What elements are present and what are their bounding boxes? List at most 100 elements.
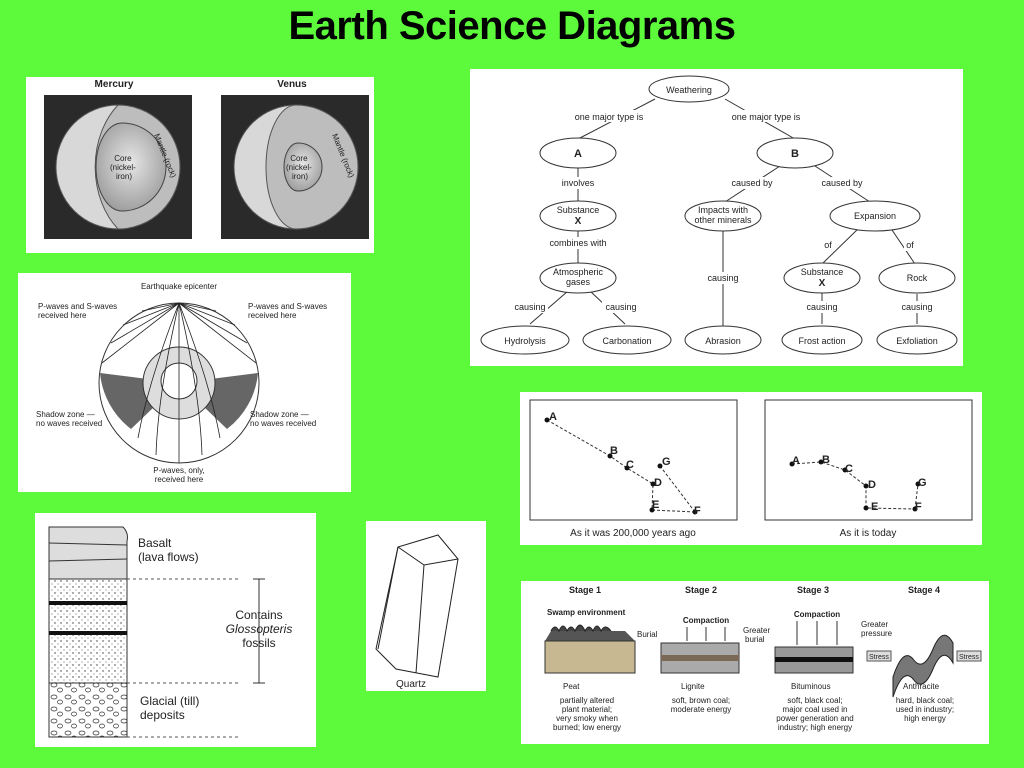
stress-arrow-right: [956, 650, 982, 662]
right-shadow-label: Shadow zone —no waves received: [250, 410, 316, 428]
past-point-e: E: [652, 499, 659, 511]
past-map-frame: [529, 399, 738, 521]
mercury-label: Mercury: [95, 79, 134, 90]
stage-1-label: Stage 1: [569, 585, 601, 595]
glacial-label: Glacial (till)deposits: [140, 694, 199, 722]
earthquake-shadow-zone-diagram: Earthquake epicenter P-waves and S-waves…: [36, 282, 327, 484]
coal-formation-diagram: Stage 1 Stage 2 Stage 3 Stage 4 Swamp en…: [544, 585, 982, 732]
plate-movement-panel: A B C D E F G A B C D E F G As it was 20…: [520, 392, 982, 545]
stage-2-description: soft, brown coal;moderate energy: [671, 696, 731, 714]
mercury-core-label: Core (nickel- iron): [110, 154, 138, 181]
today-point-c: C: [845, 463, 853, 475]
page-title: Earth Science Diagrams: [288, 4, 737, 48]
plate-paths: [546, 419, 919, 513]
edge-one-major-type-right: one major type is: [732, 112, 801, 122]
edge-causing-exfoliation: causing: [901, 302, 932, 312]
today-map-frame: [764, 399, 973, 521]
venus-core: [283, 142, 323, 192]
stage-4-description: hard, black coal;used in industry;high e…: [896, 696, 954, 723]
edge-caused-by-2: caused by: [821, 178, 863, 188]
leaf-carbonation: Carbonation: [602, 336, 651, 346]
peat-label: Peat: [563, 682, 580, 691]
node-b: B: [791, 148, 799, 160]
anthracite-label: Anthracite: [903, 682, 940, 691]
mercury-core: [95, 122, 167, 212]
node-rock: Rock: [907, 273, 928, 283]
planet-interiors-diagram: Mercury Venus Core (nickel- iron) Mantle…: [44, 79, 369, 239]
past-point-g: G: [662, 456, 671, 468]
edge-causing-carbonation: causing: [605, 302, 636, 312]
concept-map-ellipses: [480, 75, 958, 355]
stress-label-left: Stress: [869, 654, 889, 661]
stress-arrow-left: [866, 650, 892, 662]
plate-movement-diagram: A B C D E F G A B C D E F G As it was 20…: [529, 399, 973, 539]
leaf-exfoliation: Exfoliation: [896, 336, 938, 346]
today-point-f: F: [915, 501, 922, 513]
quartz-label: Quartz: [396, 679, 426, 690]
weathering-concept-map: Weathering one major type is one major t…: [480, 75, 958, 355]
planet-interiors-panel: Mercury Venus Core (nickel- iron) Mantle…: [26, 77, 374, 253]
venus-label: Venus: [277, 79, 307, 90]
past-point-c: C: [626, 459, 634, 471]
glacial-till-layer: [48, 682, 128, 738]
node-a: A: [574, 148, 582, 160]
today-point-a: A: [792, 455, 800, 467]
left-shadow-label: Shadow zone —no waves received: [36, 410, 102, 428]
leaf-hydrolysis: Hydrolysis: [504, 336, 546, 346]
edge-causing-hydrolysis: causing: [514, 302, 545, 312]
past-point-f: F: [694, 505, 701, 517]
leaf-frost-action: Frost action: [798, 336, 845, 346]
quartz-crystal-diagram: Quartz: [375, 534, 459, 690]
epicenter-label: Earthquake epicenter: [141, 282, 217, 291]
past-point-d: D: [654, 477, 662, 489]
leaf-abrasion: Abrasion: [705, 336, 741, 346]
swamp-label: Swamp environment: [547, 608, 626, 617]
node-weathering: Weathering: [666, 85, 712, 95]
basalt-label: Basalt(lava flows): [138, 536, 199, 564]
compaction-label-2: Compaction: [794, 610, 840, 619]
today-point-g: G: [918, 477, 927, 489]
weathering-concept-map-panel: Weathering one major type is one major t…: [470, 69, 963, 366]
p-waves-only-label: P-waves, only,received here: [153, 466, 204, 484]
edge-of-1: of: [824, 240, 832, 250]
stage-4-label: Stage 4: [908, 585, 940, 595]
edge-causing-abrasion: causing: [707, 273, 738, 283]
stress-label-right: Stress: [959, 654, 979, 661]
edge-causing-frost: causing: [806, 302, 837, 312]
anthracite-folds: [892, 634, 954, 698]
past-point-a: A: [549, 411, 557, 423]
edge-of-2: of: [906, 240, 914, 250]
past-caption: As it was 200,000 years ago: [570, 528, 696, 539]
edge-involves: involves: [562, 178, 595, 188]
node-expansion: Expansion: [854, 211, 896, 221]
quartz-panel: Quartz: [366, 521, 486, 691]
earthquake-shadow-zone-panel: Earthquake epicenter P-waves and S-waves…: [18, 273, 351, 492]
today-point-b: B: [822, 454, 830, 466]
burial-label: Burial: [637, 630, 658, 639]
edge-caused-by-1: caused by: [731, 178, 773, 188]
edge-combines-with: combines with: [549, 238, 606, 248]
seismic-ray-paths: [101, 302, 257, 463]
coal-formation-panel: Stage 1 Stage 2 Stage 3 Stage 4 Swamp en…: [521, 581, 989, 744]
bituminous-label: Bituminous: [791, 682, 831, 691]
stage-2-label: Stage 2: [685, 585, 717, 595]
edge-one-major-type-left: one major type is: [575, 112, 644, 122]
venus-core-label: Core (nickel- iron): [286, 154, 314, 181]
basalt-layer: [48, 526, 128, 580]
stage-3-label: Stage 3: [797, 585, 829, 595]
today-point-e: E: [871, 501, 878, 513]
peat-block: [544, 640, 636, 674]
today-point-d: D: [868, 479, 876, 491]
